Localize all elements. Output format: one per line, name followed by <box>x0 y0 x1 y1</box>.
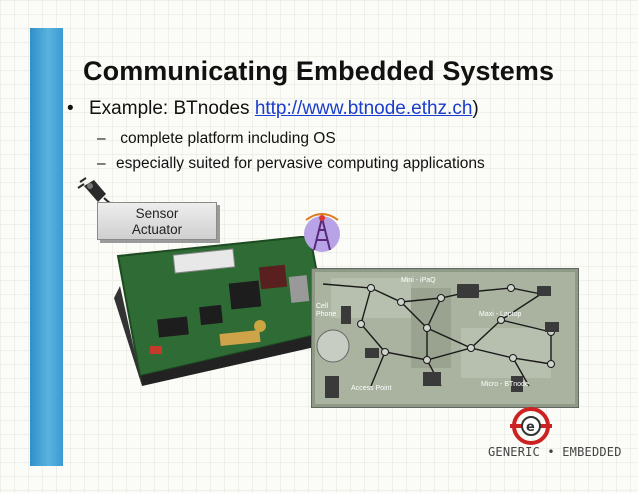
sub-bullet-1: – complete platform including OS <box>97 130 336 148</box>
btnode-board-image <box>114 236 330 386</box>
label-cell: Cell <box>316 303 329 310</box>
label-access-point: Access Point <box>351 385 392 392</box>
dash-icon: – <box>97 155 106 172</box>
bullet-suffix: ) <box>472 98 479 119</box>
svg-text:e: e <box>526 420 535 435</box>
sensor-label: Sensor <box>135 206 179 221</box>
label-micro-btnode: Micro - BTnode <box>481 381 529 388</box>
label-maxi-laptop: Maxi - Laptop <box>479 311 522 318</box>
generic-embedded-logo-text: GENERIC • EMBEDDED <box>488 445 622 459</box>
dash-icon: – <box>97 130 106 147</box>
actuator-label: Actuator <box>131 222 183 237</box>
sidebar-accent-bar <box>30 28 63 466</box>
btnode-link[interactable]: http://www.btnode.ethz.ch <box>254 98 473 119</box>
bullet-prefix: Example: BTnodes <box>89 98 255 119</box>
sub-bullet-2: –especially suited for pervasive computi… <box>97 155 485 173</box>
network-diagram: Mini - iPaQ Maxi - Laptop Cell Phone Acc… <box>311 268 579 408</box>
sub-bullet-1-text: complete platform including OS <box>116 130 336 147</box>
radio-tower-icon <box>304 213 340 252</box>
sensor-actuator-box: Sensor Actuator <box>97 202 217 240</box>
label-phone: Phone <box>316 311 336 318</box>
slide-title: Communicating Embedded Systems <box>83 56 555 86</box>
label-mini-ipaq: Mini - iPaQ <box>401 277 436 284</box>
bullet-example: • Example: BTnodes http://www.btnode.ethz… <box>67 98 479 120</box>
sub-bullet-2-text: especially suited for pervasive computin… <box>116 155 485 172</box>
generic-embedded-logo-icon: e <box>510 407 552 445</box>
bullet-dot-icon: • <box>67 98 74 119</box>
